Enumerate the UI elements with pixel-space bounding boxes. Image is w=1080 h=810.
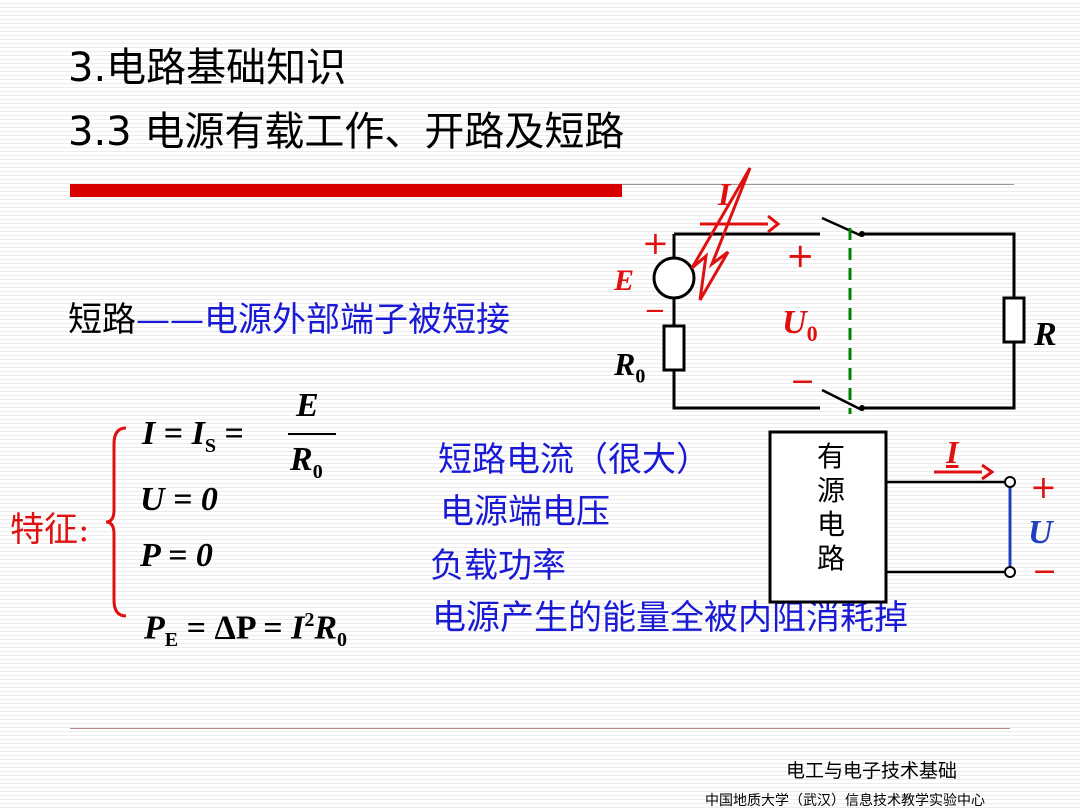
voltage-source-icon xyxy=(652,256,696,300)
formula-voltage: U = 0 xyxy=(140,481,218,518)
features-label: 特征: xyxy=(10,510,90,550)
den-sub: 0 xyxy=(312,460,323,483)
switch-top-terminal xyxy=(859,231,865,237)
c2-terminal-bottom xyxy=(1004,566,1016,578)
definition: 短路——电源外部端子被短接 xyxy=(68,300,510,340)
c1-r0-sub: 0 xyxy=(635,365,646,388)
formula-Is: I xyxy=(191,415,205,452)
c2-current-label: I xyxy=(946,434,959,470)
footer-divider xyxy=(70,728,1010,729)
c1-current-label: I xyxy=(718,176,731,212)
desc-terminal-voltage: 电源端电压 xyxy=(440,492,610,532)
c1-u0-U: U xyxy=(782,304,807,341)
footer-course: 电工与电子技术基础 xyxy=(786,760,958,782)
switch-bottom-icon xyxy=(821,388,863,412)
switch-top-icon xyxy=(821,216,863,238)
formula-I: I xyxy=(142,415,156,452)
current-arrowhead-icon xyxy=(767,214,781,234)
switch-bottom-terminal xyxy=(859,405,865,411)
desc-load-power: 负载功率 xyxy=(430,546,566,586)
title-underline-bar xyxy=(70,184,622,197)
c1-emf-label: E xyxy=(614,264,635,297)
c2-minus: − xyxy=(1032,554,1058,589)
box-char-2: 源 xyxy=(816,474,845,507)
load-resistor-icon xyxy=(1002,296,1026,344)
short-circuit-diagram xyxy=(652,167,1026,414)
f4-R: R xyxy=(314,609,338,647)
c1-u0-label: U0 xyxy=(782,304,818,347)
formula-Is-sub: S xyxy=(204,434,216,457)
box-char-4: 路 xyxy=(816,542,845,575)
footer-org: 中国地质大学（武汉）信息技术教学实验中心 xyxy=(705,793,985,809)
formula-source-power: PE = ΔP = I2R0 xyxy=(144,600,347,660)
c1-source-plus: + xyxy=(642,224,669,262)
f4-I-sup: 2 xyxy=(304,609,315,631)
definition-term: 短路 xyxy=(68,300,136,340)
formula-eq: = xyxy=(155,415,192,452)
active-network-box xyxy=(768,430,888,604)
c1-u0-sub: 0 xyxy=(806,320,818,346)
lightning-bolt-icon xyxy=(690,167,752,301)
definition-dash: —— xyxy=(136,300,204,340)
f4-P-sub: E xyxy=(164,629,179,652)
desc-energy-consumed: 电源产生的能量全被内阻消耗掉 xyxy=(432,598,908,638)
formula-eq2: = xyxy=(215,415,244,452)
c2-voltage-label: U xyxy=(1028,514,1053,551)
slide-title-line2: 3.3 电源有载工作、开路及短路 xyxy=(68,109,625,155)
wire-right-loop xyxy=(862,232,1016,410)
title-underline-thin xyxy=(622,184,1014,185)
formula-power: P = 0 xyxy=(140,537,213,574)
active-network-diagram xyxy=(768,430,1016,604)
den-R: R xyxy=(290,441,313,478)
box-char-1: 有 xyxy=(816,440,845,473)
c1-r0-label: R0 xyxy=(614,346,645,388)
f4-I: I xyxy=(291,609,305,647)
f4-P: P xyxy=(144,609,165,647)
fraction-denominator: R0 xyxy=(290,440,323,492)
c2-plus: + xyxy=(1030,468,1057,506)
internal-resistor-icon xyxy=(662,324,686,372)
formula-short-current: I = IS = xyxy=(142,414,244,466)
c2-arrowhead-icon xyxy=(981,463,995,481)
active-network-label: 有 源 电 路 xyxy=(806,440,856,576)
box-char-3: 电 xyxy=(816,508,845,541)
c2-terminal-top xyxy=(1004,476,1016,488)
c1-load-label: R xyxy=(1034,316,1057,353)
f4-eq: = ΔP = xyxy=(178,609,292,647)
features-brace xyxy=(105,426,127,618)
c1-r0-R: R xyxy=(614,346,636,382)
c1-u0-minus: − xyxy=(790,364,816,399)
fraction-numerator: E xyxy=(296,387,319,424)
fraction-bar xyxy=(288,433,336,435)
c1-source-minus: − xyxy=(644,296,666,326)
definition-text: 电源外部端子被短接 xyxy=(204,300,510,340)
f4-R-sub: 0 xyxy=(337,629,348,652)
c1-u0-plus: + xyxy=(786,236,815,276)
slide-title-line1: 3.电路基础知识 xyxy=(68,45,347,91)
desc-short-current: 短路电流（很大） xyxy=(438,440,710,480)
